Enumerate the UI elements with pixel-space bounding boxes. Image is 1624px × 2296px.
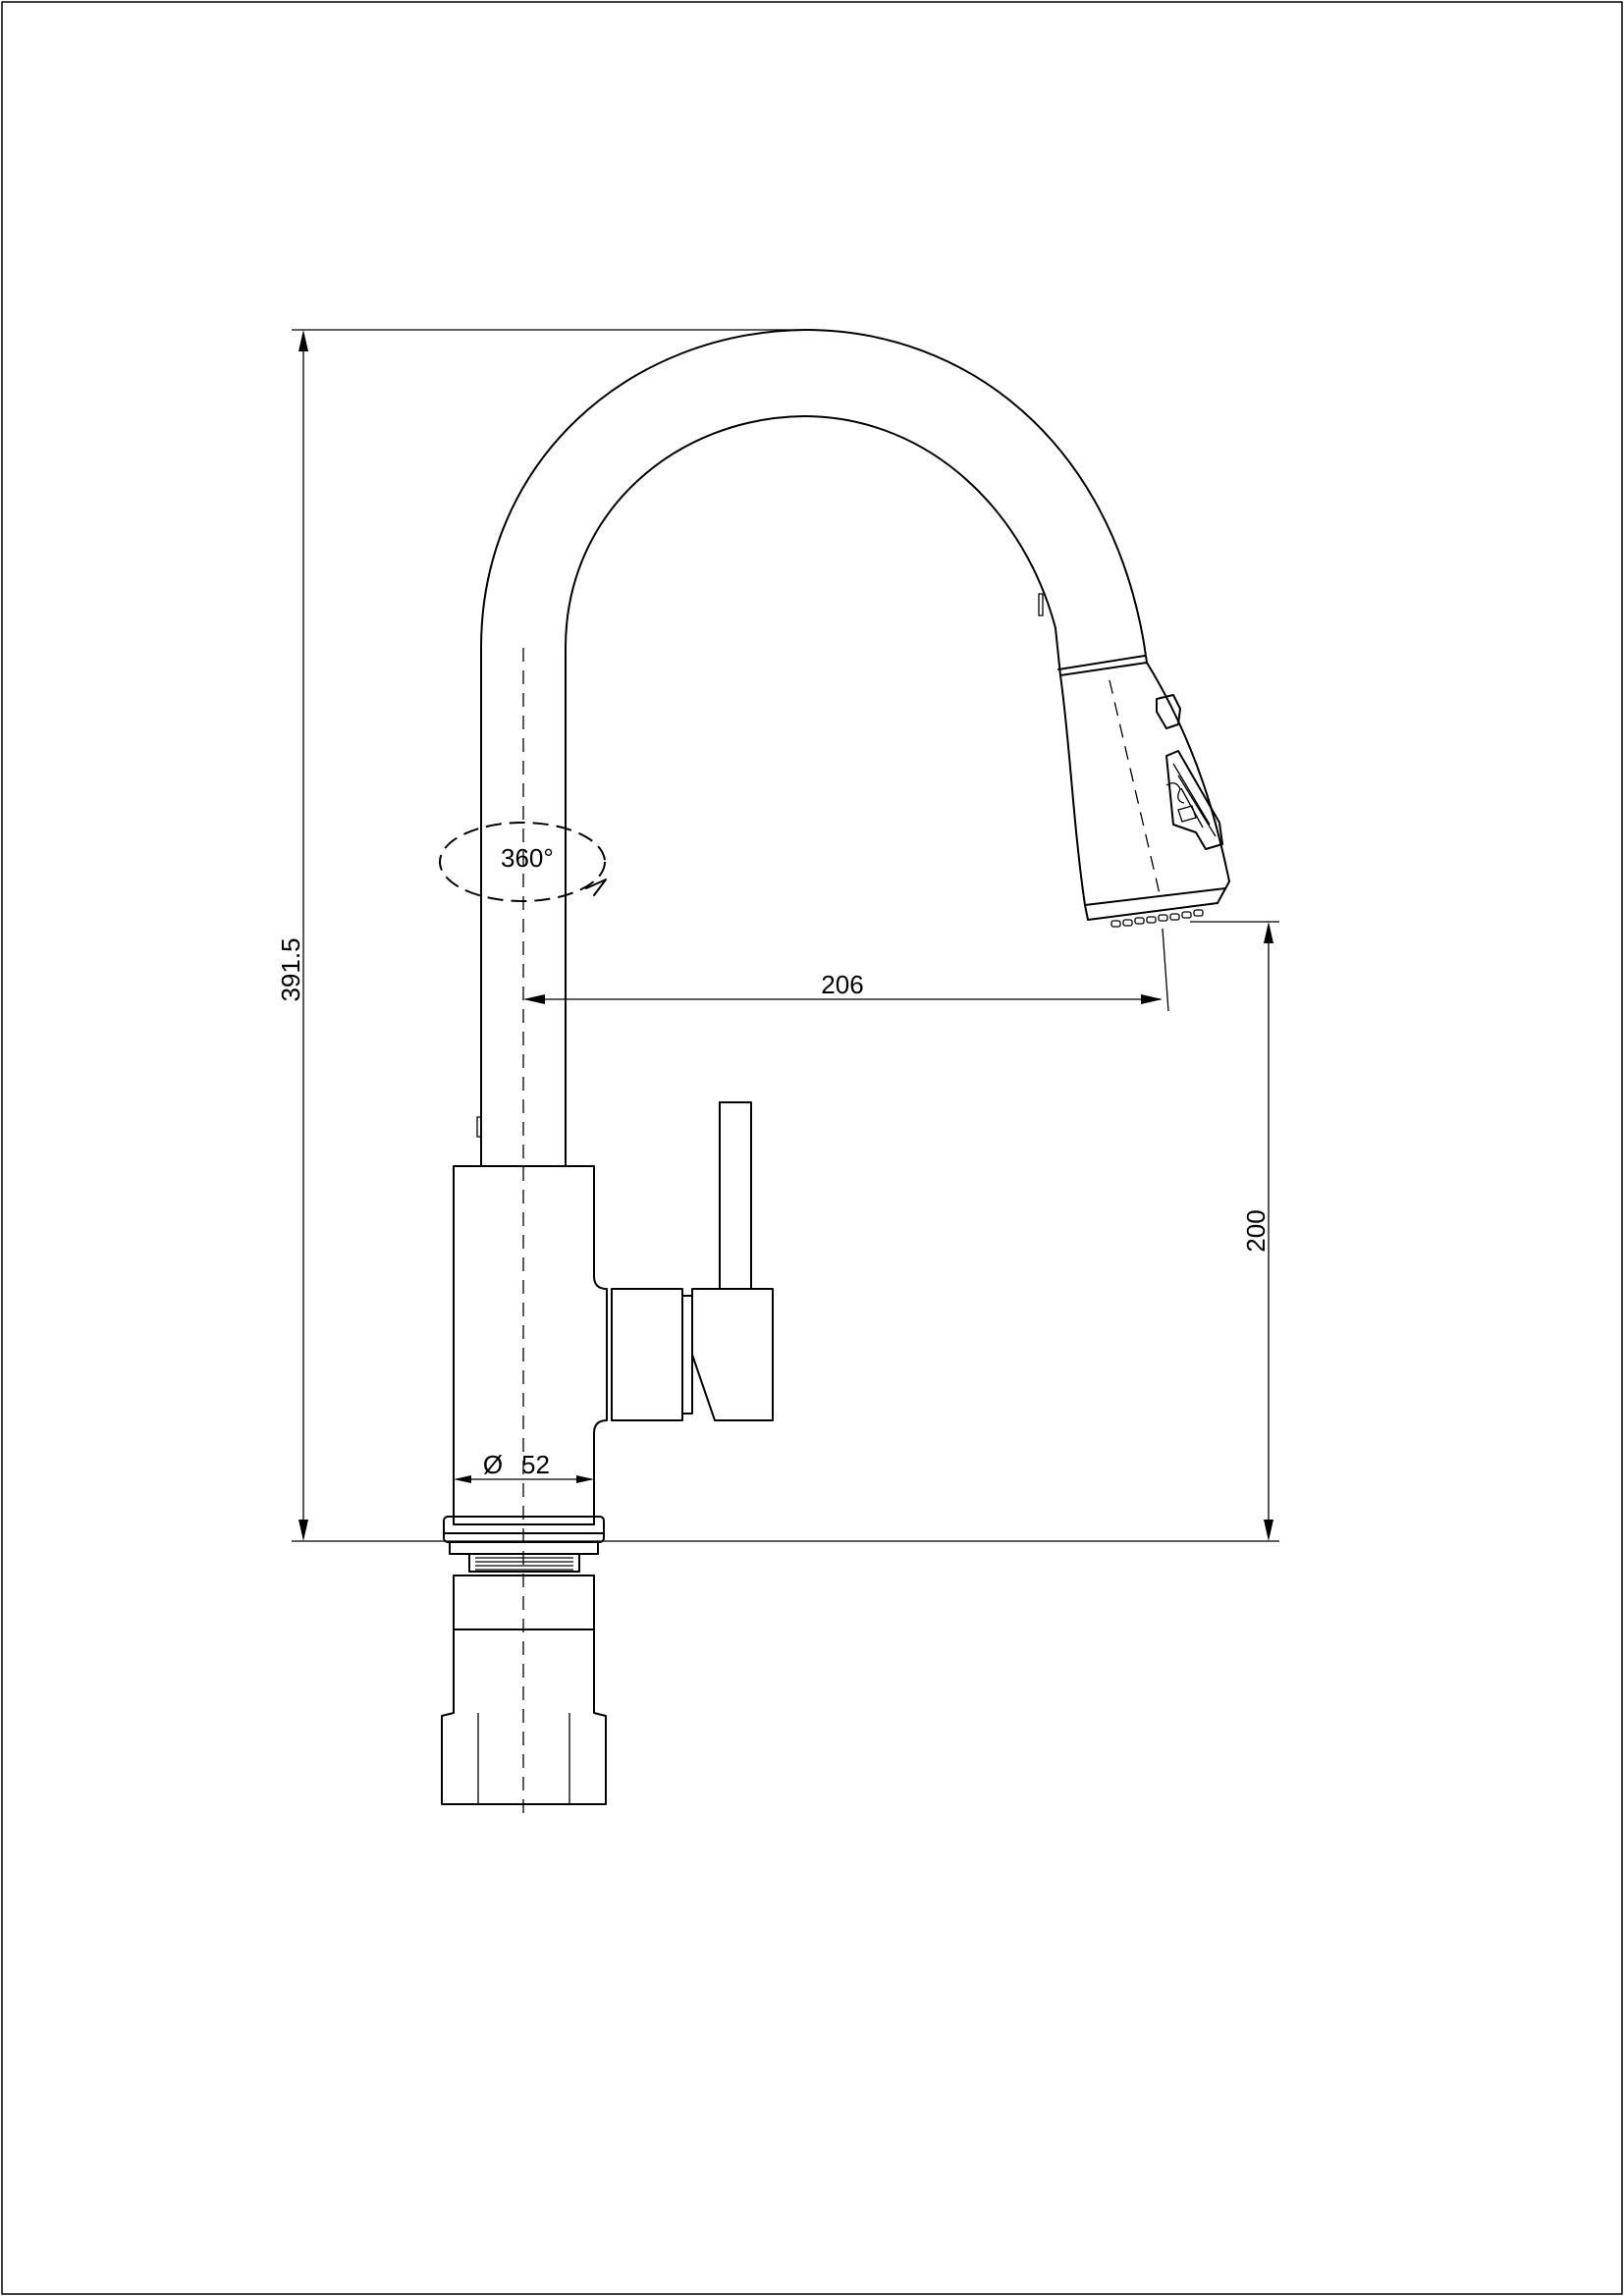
spray-head bbox=[1055, 627, 1230, 928]
diameter-symbol: Ø bbox=[483, 1450, 503, 1479]
diameter-dimension bbox=[453, 1468, 595, 1522]
clearance-dimension bbox=[1190, 921, 1279, 1541]
spout bbox=[476, 329, 1145, 1167]
clearance-dimension-label: 200 bbox=[1241, 1209, 1271, 1252]
reach-dimension-label: 206 bbox=[821, 970, 863, 999]
swivel-angle-label: 360° bbox=[501, 843, 554, 873]
diameter-dimension-label: 52 bbox=[521, 1450, 550, 1479]
height-dimension bbox=[292, 329, 1279, 1542]
mounting-assembly bbox=[441, 1516, 607, 1805]
reach-dimension bbox=[523, 928, 1169, 1012]
height-dimension-label: 391.5 bbox=[276, 937, 305, 1001]
faucet-body bbox=[453, 1101, 774, 1525]
swivel-indicator bbox=[439, 822, 607, 902]
